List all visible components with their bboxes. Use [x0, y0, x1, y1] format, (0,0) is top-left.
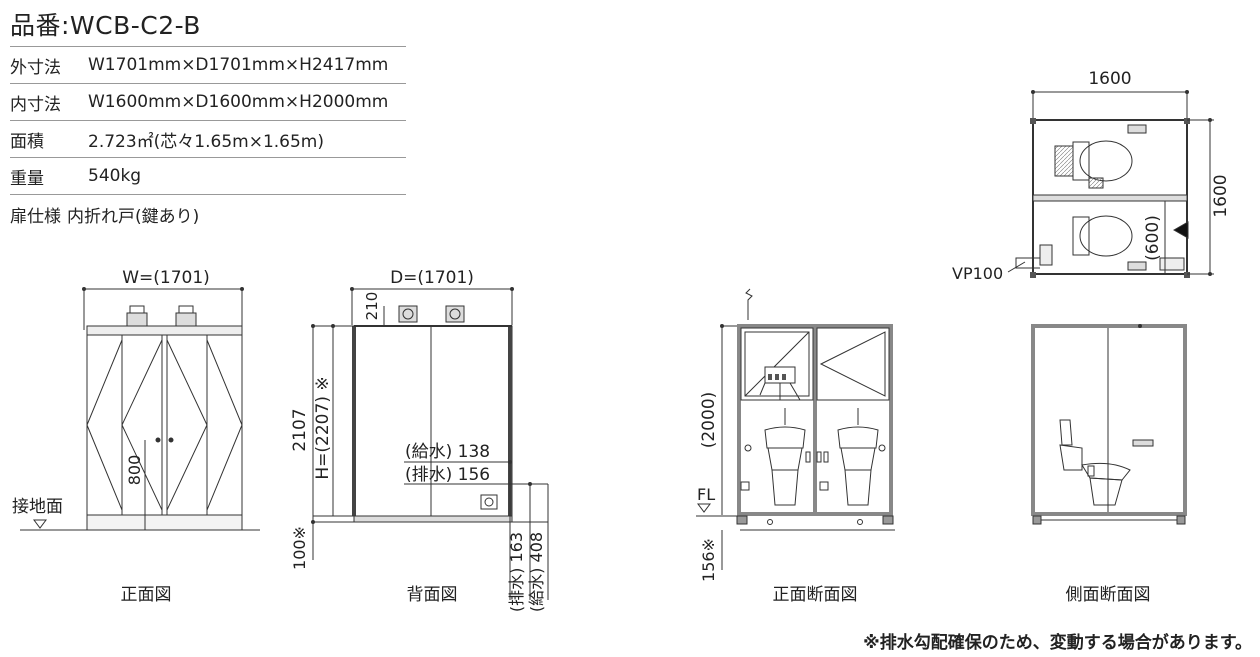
- table-row: 重量 540kg: [10, 157, 406, 195]
- spec-table: 外寸法 W1701mm×D1701mm×H2417mm 内寸法 W1600mm×…: [10, 46, 406, 195]
- door-spec-value: 内折れ戸(鍵あり): [67, 207, 200, 227]
- spec-key: 外寸法: [10, 46, 88, 84]
- pipe-label: VP100: [952, 264, 1003, 283]
- side-section-view: [1031, 324, 1187, 525]
- side-section-caption: 側面断面図: [1065, 585, 1151, 605]
- back-view-caption: 背面図: [406, 585, 458, 605]
- drain-label: (排水) 156: [405, 465, 490, 485]
- drain-side-label: (排水) 163: [507, 532, 526, 612]
- spec-key: 面積: [10, 120, 88, 158]
- front-width-label: W=(1701): [122, 268, 210, 288]
- plan-width-label: 1600: [1088, 69, 1131, 89]
- product-title: 品番:WCB-C2-B: [10, 11, 201, 40]
- door-spec-key: 扉仕様: [10, 207, 61, 227]
- footnote: ※排水勾配確保のため、変動する場合があります。: [863, 633, 1252, 653]
- front-height-label: 800: [125, 455, 144, 486]
- fl-label: FL: [697, 485, 715, 504]
- table-row: 面積 2.723㎡(芯々1.65m×1.65m): [10, 120, 406, 158]
- section-height-label: (2000): [699, 392, 719, 449]
- back-height-label: 2107: [290, 408, 310, 451]
- supply-label: (給水) 138: [405, 442, 490, 462]
- plan-depth-label: 1600: [1211, 174, 1231, 217]
- spec-value: 540kg: [88, 157, 406, 195]
- table-row: 外寸法 W1701mm×D1701mm×H2417mm: [10, 46, 406, 84]
- ground-label: 接地面: [12, 497, 63, 517]
- back-total-height-label: H=(2207) ※: [313, 376, 333, 479]
- spec-value: 2.723㎡(芯々1.65m×1.65m): [88, 120, 406, 158]
- front-view-caption: 正面図: [120, 585, 172, 605]
- spec-key: 重量: [10, 157, 88, 195]
- back-bottom-label: 100※: [290, 526, 309, 570]
- supply-side-label: (給水) 408: [527, 532, 546, 612]
- front-section-caption: 正面断面図: [772, 585, 858, 605]
- table-row: 内寸法 W1600mm×D1600mm×H2000mm: [10, 83, 406, 121]
- spec-value: W1701mm×D1701mm×H2417mm: [88, 46, 406, 84]
- spec-value: W1600mm×D1600mm×H2000mm: [88, 83, 406, 121]
- front-section-view: [696, 288, 895, 570]
- plan-sub-label: (600): [1143, 215, 1163, 261]
- back-depth-label: D=(1701): [390, 268, 474, 288]
- plan-view: [1007, 90, 1214, 278]
- spec-key: 内寸法: [10, 83, 88, 121]
- door-spec: 扉仕様内折れ戸(鍵あり): [10, 202, 205, 227]
- back-view: [311, 287, 549, 600]
- section-bottom-label: 156※: [699, 538, 718, 582]
- back-top-label: 210: [363, 292, 381, 321]
- front-view: [20, 287, 260, 531]
